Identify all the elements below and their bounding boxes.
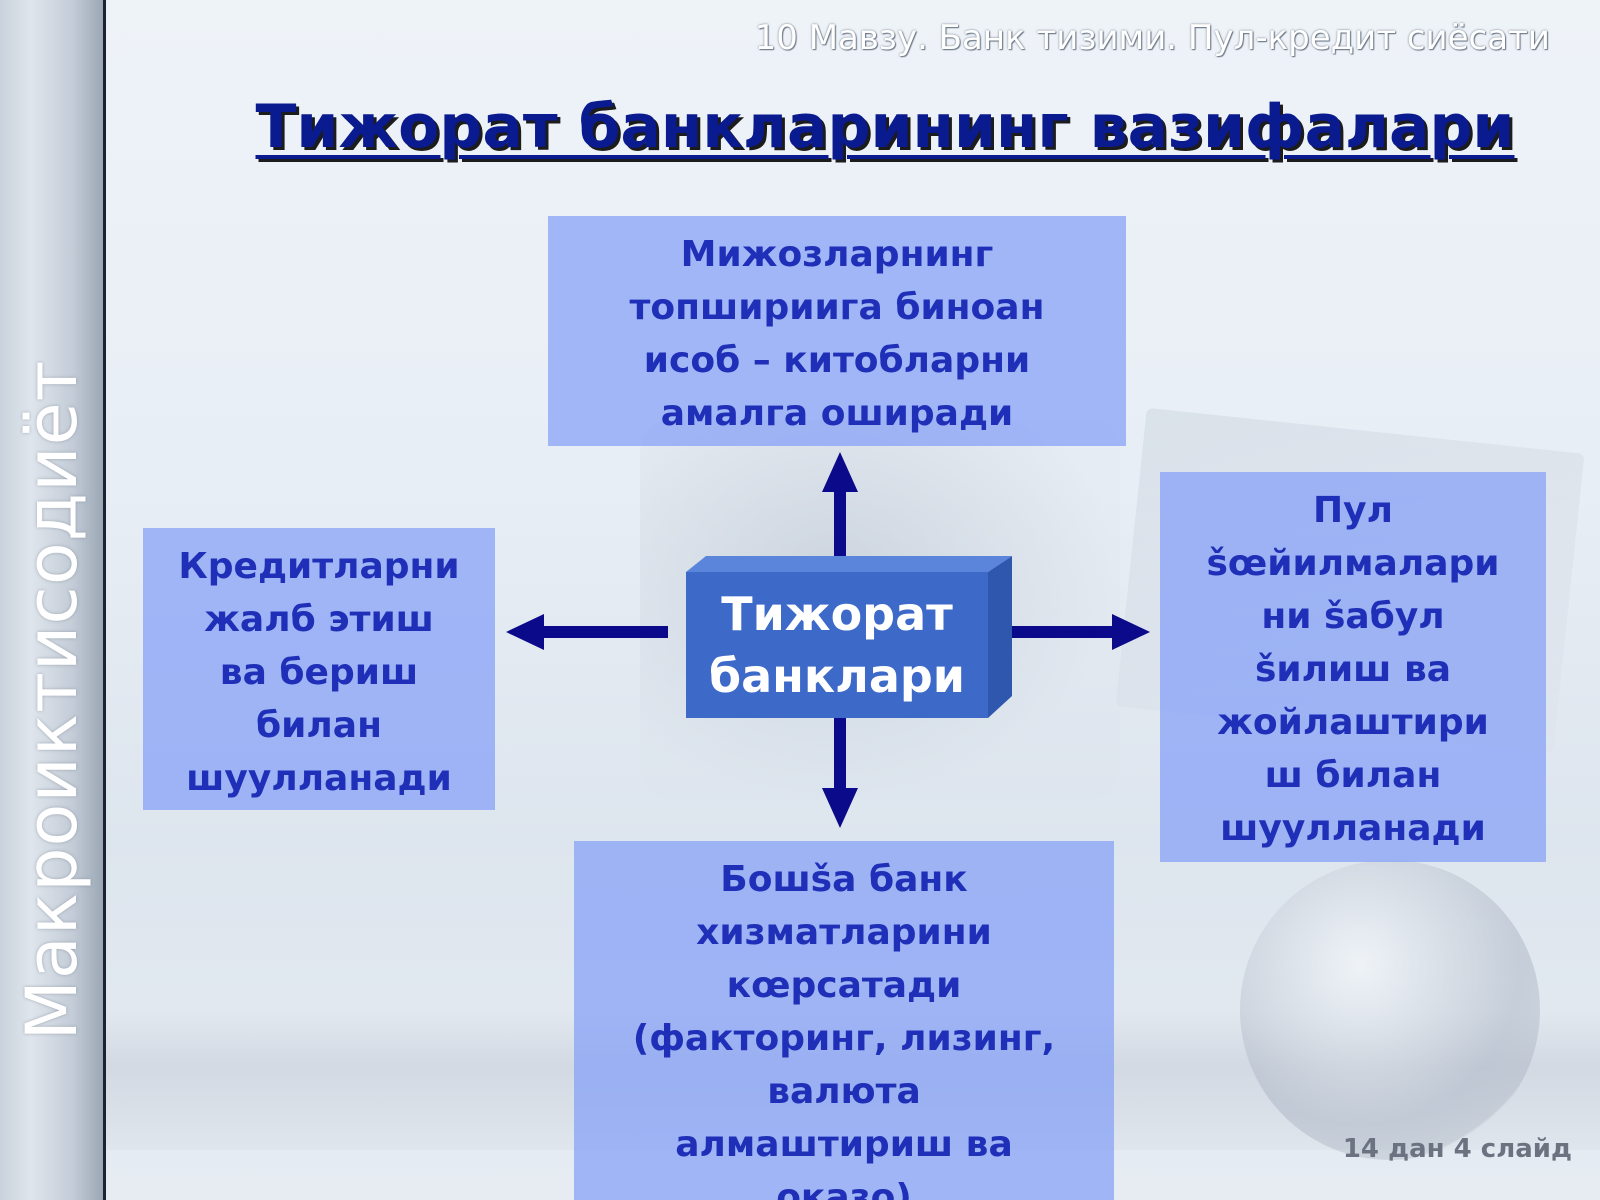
function-box-deposits: Пул šœйилмалари ни šабул šилиш ва жойлаш… <box>1160 472 1546 862</box>
arrow-right-shaft <box>1010 626 1126 638</box>
arrow-right-head <box>1112 614 1150 650</box>
center-node: Тижорат банклари <box>686 556 1012 720</box>
function-box-credits: Кредитларни жалб этиш ва бериш билан шуу… <box>143 528 495 810</box>
center-node-label: Тижорат банклари <box>686 572 988 718</box>
arrow-down-head <box>822 788 858 828</box>
center-node-bevel <box>686 556 1012 718</box>
center-node-side-face <box>988 556 1012 718</box>
arrow-up-shaft <box>834 488 846 558</box>
function-box-other-services: Бошšа банк хизматларини кœрсатади (факто… <box>574 841 1114 1200</box>
arrow-up-head <box>822 452 858 492</box>
arrow-left-shaft <box>540 626 668 638</box>
function-box-settlements: Мижозларнинг топшириига биноан исоб – ки… <box>548 216 1126 446</box>
center-node-top-face <box>686 556 1012 572</box>
sidebar-divider <box>103 0 106 1200</box>
arrow-left-head <box>506 614 544 650</box>
topic-header: 10 Мавзу. Банк тизими. Пул-кредит сиёсат… <box>754 18 1550 58</box>
slide-title: Тижорат банкларининг вазифалари <box>255 92 1515 162</box>
arrow-down-shaft <box>834 718 846 792</box>
slide-counter: 14 дан 4 слайд <box>1342 1134 1572 1164</box>
left-sidebar <box>0 0 104 1200</box>
